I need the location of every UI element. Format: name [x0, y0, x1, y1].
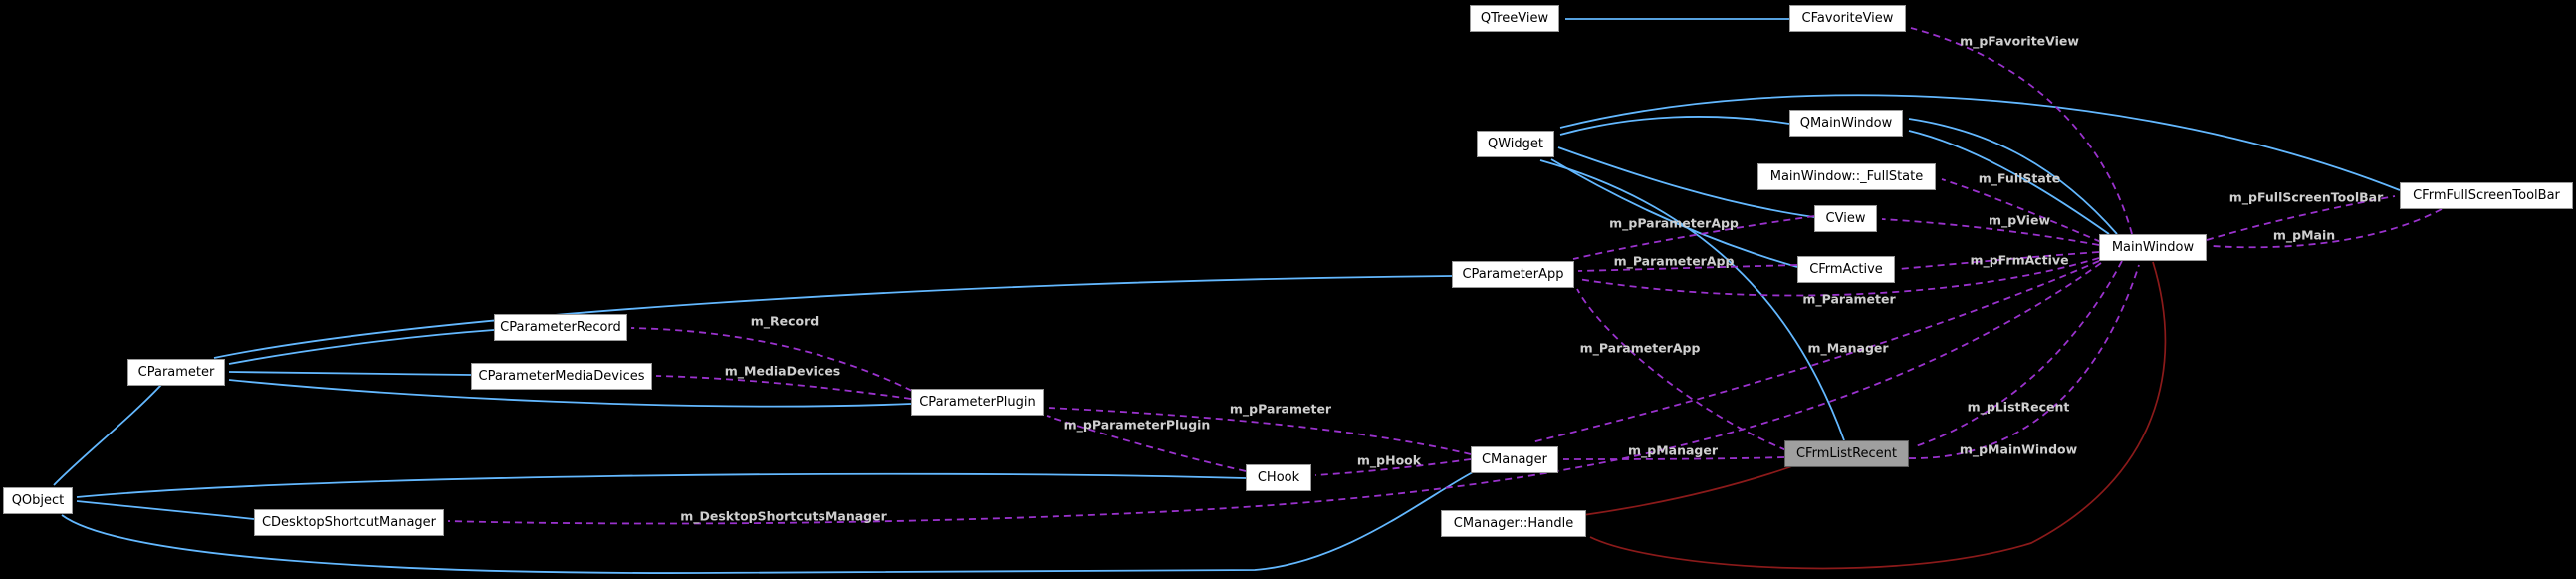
- edge-m-pview: [1881, 218, 2100, 246]
- edge-m-record: [630, 327, 913, 392]
- class-node-qwidget[interactable]: QWidget: [1477, 131, 1554, 157]
- class-node-cview[interactable]: CView: [1814, 205, 1877, 232]
- edge-m-pmanager: [1562, 456, 1785, 460]
- class-node-cmanager[interactable]: CManager: [1471, 446, 1558, 473]
- edge-label-m-pparameterapp: m_pParameterApp: [1609, 215, 1739, 231]
- edge-m-phook: [1314, 458, 1472, 476]
- edge-cparameterapp-to-cparameter: [213, 275, 1453, 359]
- edge-label-m-pparameterplugin: m_pParameterPlugin: [1063, 417, 1211, 433]
- edge-label-m-pview: m_pView: [1989, 212, 2050, 228]
- edge-cfrmfullscreentoolbar-to-qwidget: [1559, 94, 2401, 191]
- edge-m-pfullscreentoolbar: [2206, 195, 2396, 241]
- edge-m-pfavoriteview: [1910, 27, 2133, 235]
- edge-m-pfrmactive: [1898, 251, 2100, 270]
- edge-qmainwindow-to-qwidget: [1559, 116, 1790, 136]
- edge-label-m-manager: m_Manager: [1807, 340, 1889, 356]
- edge-m-mediadevices: [655, 375, 912, 400]
- edge-cparameter-to-qobject: [53, 384, 162, 486]
- edge-m-manager: [1530, 260, 2100, 443]
- edge-m-pmain: [2212, 208, 2443, 249]
- edge-label-m-pfullscreentoolbar: m_pFullScreenToolBar: [2228, 189, 2384, 205]
- edge-cparameterrecord-to-cparameter: [228, 329, 495, 365]
- edge-label-m-pmain: m_pMain: [2272, 227, 2336, 243]
- class-node-cfrmactive[interactable]: CFrmActive: [1797, 256, 1895, 283]
- edge-mainwindow-to-cmanagerhandle: [1589, 261, 2167, 570]
- edge-m-pparameterapp: [1572, 215, 1815, 260]
- edge-m-parameterapp-active: [1577, 264, 1798, 272]
- edge-cfrmlistrecent-to-cmanagerhandle: [1582, 465, 1793, 516]
- edge-label-m-plistrecent: m_pListRecent: [1967, 399, 2070, 415]
- edge-chook-to-qobject: [76, 472, 1247, 498]
- edge-cparameterplugin-to-cparameter: [228, 379, 912, 408]
- edge-label-m-fullstate: m_FullState: [1978, 170, 2061, 186]
- edge-cparametermediadevices-to-cparameter: [228, 371, 472, 376]
- edge-m-pmainwindow: [1908, 264, 2140, 459]
- edge-cview-to-qwidget: [1557, 146, 1815, 218]
- class-node-cfrmlistrecent[interactable]: CFrmListRecent: [1784, 440, 1909, 467]
- edge-label-m-pfavoriteview: m_pFavoriteView: [1960, 33, 2079, 49]
- edge-m-plistrecent: [1912, 260, 2123, 448]
- edge-m-pparameter: [1047, 407, 1472, 455]
- edge-label-m-parameterapp-active: m_ParameterApp: [1613, 253, 1735, 269]
- edge-label-m-parameterapp-recent: m_ParameterApp: [1579, 340, 1701, 356]
- class-node-cparameterapp[interactable]: CParameterApp: [1452, 261, 1574, 288]
- edge-m-parameter: [1577, 257, 2100, 297]
- edge-m-fullstate: [1941, 178, 2102, 243]
- class-node-cparameterrecord[interactable]: CParameterRecord: [494, 314, 627, 341]
- edge-m-desktopshortcutsmanager: [447, 262, 2102, 525]
- edge-mainwindow-to-qmainwindow-2: [1908, 130, 2110, 235]
- edge-label-m-parameter: m_Parameter: [1802, 291, 1896, 307]
- class-node-qobject[interactable]: QObject: [3, 487, 73, 514]
- edge-label-m-desktopshortcutsmanager: m_DesktopShortcutsManager: [680, 508, 887, 524]
- edge-label-m-record: m_Record: [750, 313, 820, 329]
- class-node-qmainwindow[interactable]: QMainWindow: [1789, 110, 1903, 137]
- class-node-chook[interactable]: CHook: [1246, 464, 1311, 491]
- class-node-qtreeview[interactable]: QTreeView: [1470, 5, 1559, 32]
- edge-m-parameterapp-recent: [1576, 288, 1787, 451]
- edge-m-pparameterplugin: [1046, 415, 1247, 472]
- edge-cdesktopshortcutmanager-to-qobject: [76, 500, 255, 520]
- edge-cfrmlistrecent-to-qwidget: [1539, 159, 1845, 441]
- class-node-cfavoriteview[interactable]: CFavoriteView: [1789, 5, 1906, 32]
- edge-label-m-pfrmactive: m_pFrmActive: [1970, 252, 2069, 268]
- edge-label-m-pmanager: m_pManager: [1627, 442, 1719, 458]
- class-node-mainwindow-fullstate[interactable]: MainWindow::_FullState: [1757, 163, 1936, 190]
- edge-label-m-mediadevices: m_MediaDevices: [724, 363, 841, 379]
- class-node-mainwindow[interactable]: MainWindow: [2099, 234, 2207, 261]
- class-node-cfrmfullscreentoolbar[interactable]: CFrmFullScreenToolBar: [2400, 182, 2573, 209]
- edge-label-m-phook: m_pHook: [1356, 452, 1422, 468]
- class-node-cparametermediadevices[interactable]: CParameterMediaDevices: [471, 363, 652, 390]
- class-node-cdesktopshortcutmanager[interactable]: CDesktopShortcutManager: [254, 509, 444, 536]
- edge-cmanager-to-qobject: [61, 471, 1474, 574]
- class-node-cmanager-handle[interactable]: CManager::Handle: [1441, 510, 1586, 537]
- edge-label-m-pparameter: m_pParameter: [1229, 401, 1332, 417]
- class-node-cparameter[interactable]: CParameter: [127, 359, 225, 386]
- edge-label-m-pmainwindow: m_pMainWindow: [1959, 441, 2078, 457]
- edge-mainwindow-to-qmainwindow-1: [1908, 118, 2118, 235]
- class-node-cparameterplugin[interactable]: CParameterPlugin: [911, 389, 1044, 416]
